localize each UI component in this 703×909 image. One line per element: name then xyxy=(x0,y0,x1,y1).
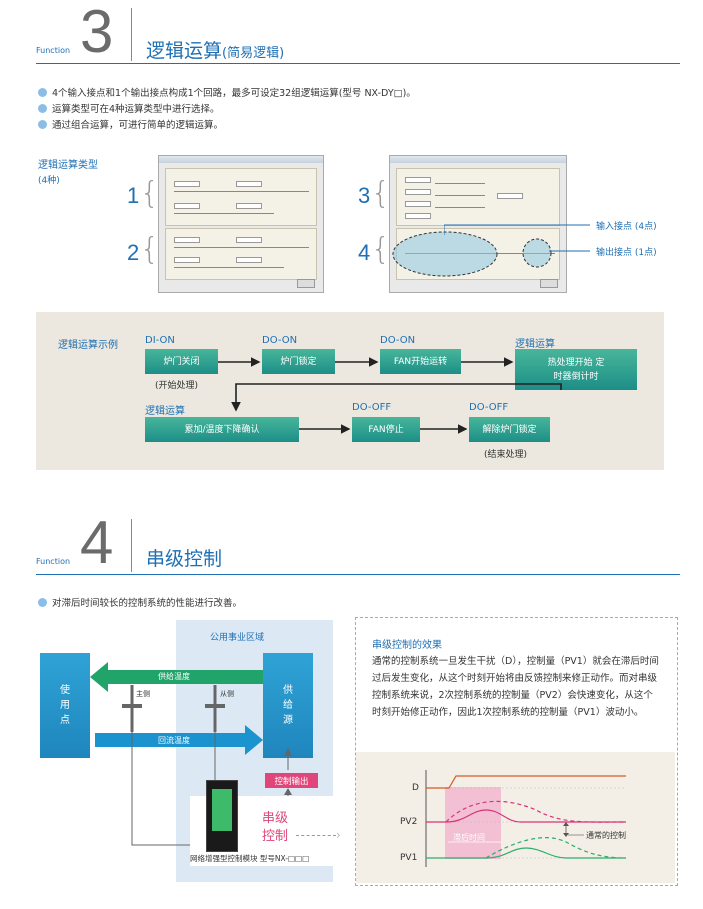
pv1-normal-line xyxy=(485,837,627,859)
example-label: 逻辑运算示例 xyxy=(58,340,118,351)
bullet-item: 4个输入接点和1个输出接点构成1个回路，最多可设定32组逻辑运算(型号 NX-D… xyxy=(38,85,416,99)
bullet-item: 通过组合运算，可进行简单的逻辑运算。 xyxy=(38,117,223,131)
utility-area-label: 公用事业区域 xyxy=(210,633,265,643)
pv2-line xyxy=(426,809,626,823)
response-chart-area xyxy=(356,752,675,883)
step-box: FAN开始运转 xyxy=(380,349,461,374)
output-contact-label: 输出接点 (1点) xyxy=(596,248,657,258)
input-contacts-label: 输入接点 (4点) xyxy=(596,222,657,232)
cascade-leader xyxy=(296,835,336,836)
flow-arrows xyxy=(218,357,562,434)
types-count: (4种) xyxy=(38,176,60,186)
brace-icon: { xyxy=(140,176,160,211)
brace-icon: { xyxy=(371,176,391,211)
signal-label-pv2: PV2 xyxy=(400,817,418,827)
step-tag: DO-OFF xyxy=(469,402,509,413)
logic-pane-type3 xyxy=(396,168,560,226)
highlight-overlay xyxy=(392,231,552,277)
signal-label-pv1: PV1 xyxy=(400,853,418,863)
delay-region xyxy=(445,787,501,859)
supply-arrow xyxy=(90,662,263,692)
control-module-icon xyxy=(206,780,238,852)
flow-arrow-graphics xyxy=(90,662,263,755)
delay-time-label: 滞后时间 xyxy=(453,833,485,842)
secondary-side-label: 从侧 xyxy=(220,690,234,698)
signal-label-d: D xyxy=(412,783,419,793)
response-chart xyxy=(425,770,627,867)
effect-title: 串级控制的效果 xyxy=(372,640,442,651)
step-box: 累加/温度下降确认 xyxy=(145,417,299,442)
pv2-normal-line xyxy=(445,800,627,823)
module-caption: 网络增强型控制模块 型号NX-□□□ xyxy=(190,854,310,863)
header-divider xyxy=(131,519,132,572)
end-note: (结束处理) xyxy=(484,450,528,460)
effect-text: 通常的控制系统一旦发生干扰（D），控制量（PV1）就会在滞后时间过后发生变化，从… xyxy=(372,656,659,718)
use-point-box: 使用点 xyxy=(40,653,90,758)
ok-button[interactable] xyxy=(297,279,315,288)
callout-lines xyxy=(444,224,590,252)
step-tag: 逻辑运算 xyxy=(515,339,555,350)
logic-pane-type2 xyxy=(165,228,317,280)
header-divider xyxy=(131,8,132,61)
pv1-line xyxy=(426,847,626,859)
function-number-3: 3 xyxy=(80,0,114,65)
section4-rule xyxy=(36,574,680,575)
bullet-dot-icon xyxy=(38,87,47,97)
logic-settings-window-1 xyxy=(158,155,324,293)
section3-rule xyxy=(36,63,680,64)
section3-title: 逻辑运算(简易逻辑) xyxy=(146,40,285,62)
chevron-right-icon: › xyxy=(336,828,341,842)
bullet-item: 对滞后时间较长的控制系统的性能进行改善。 xyxy=(38,595,242,609)
step-tag: DO-ON xyxy=(380,335,416,346)
function-number-4: 4 xyxy=(80,509,114,576)
types-label: 逻辑运算类型 xyxy=(38,160,98,171)
sensor-lines xyxy=(122,685,292,846)
type-number-2: 2 xyxy=(127,240,140,265)
bullet-dot-icon xyxy=(38,597,47,607)
type-number-4: 4 xyxy=(358,240,371,265)
input-contacts-highlight xyxy=(392,231,498,277)
step-tag: DO-OFF xyxy=(352,402,392,413)
step-tag: DO-ON xyxy=(262,335,298,346)
step-box: 炉门锁定 xyxy=(262,349,335,374)
use-point-label: 使用点 xyxy=(60,685,70,726)
logic-example-panel xyxy=(36,312,664,470)
bullet-item: 运算类型可在4种运算类型中进行选择。 xyxy=(38,101,220,115)
step-box: 炉门关闭 xyxy=(145,349,218,374)
return-temp-label: 回流温度 xyxy=(158,736,190,745)
function-label-3: Function xyxy=(36,46,71,55)
cascade-label: 串级控制 xyxy=(262,811,289,844)
return-arrow xyxy=(95,725,263,755)
supply-source-box: 供给源 xyxy=(263,653,313,758)
step-box: 解除炉门锁定 xyxy=(469,417,550,442)
step-box: FAN停止 xyxy=(352,417,420,442)
step-tag: 逻辑运算 xyxy=(145,406,185,417)
brace-icon: { xyxy=(371,232,391,267)
section4-title: 串级控制 xyxy=(146,548,223,570)
ok-button[interactable] xyxy=(540,279,558,288)
start-note: (开始处理) xyxy=(155,381,199,391)
control-output-label: 控制输出 xyxy=(265,773,318,788)
step-tag: DI-ON xyxy=(145,335,175,346)
window-titlebar xyxy=(390,156,566,163)
window-titlebar xyxy=(159,156,323,163)
brace-icon: { xyxy=(140,232,160,267)
type-number-1: 1 xyxy=(127,183,140,208)
primary-side-label: 主侧 xyxy=(136,690,150,698)
output-contact-highlight xyxy=(522,238,552,268)
logic-pane-type1 xyxy=(165,168,317,226)
normal-control-label: 通常的控制 xyxy=(586,831,626,840)
step-box: 热处理开始 定时器倒计时 xyxy=(515,349,637,390)
supply-source-label: 供给源 xyxy=(283,685,293,726)
d-signal-line xyxy=(426,775,626,789)
type-number-3: 3 xyxy=(358,183,371,208)
bullet-dot-icon xyxy=(38,119,47,129)
bullet-dot-icon xyxy=(38,103,47,113)
supply-temp-label: 供给温度 xyxy=(158,672,190,681)
function-label-4: Function xyxy=(36,557,71,566)
